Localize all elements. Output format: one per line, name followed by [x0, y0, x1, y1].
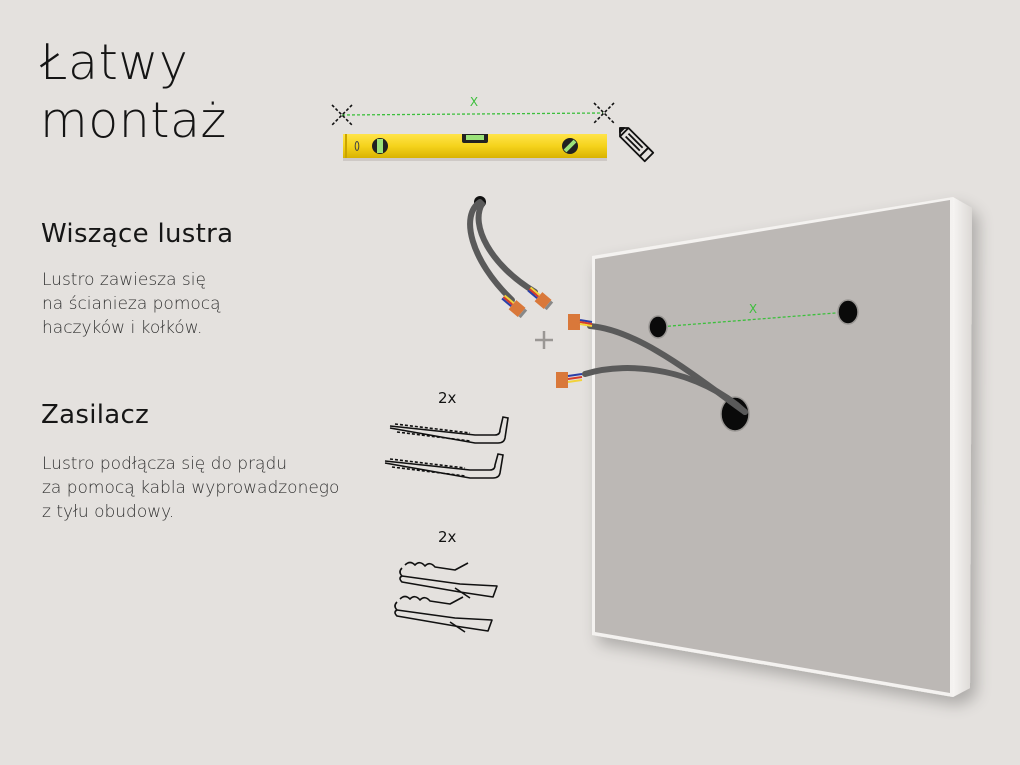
level-distance-label: X	[470, 95, 478, 109]
mirror-cables	[582, 323, 748, 415]
description-line: z tyłu obudowy.	[42, 502, 175, 522]
wall-plug-icon	[394, 595, 493, 633]
description-line: Lustro zawiesza się	[42, 270, 206, 290]
spirit-level-icon	[343, 134, 607, 161]
pencil-icon	[619, 127, 655, 163]
power-supply-heading: Zasilacz	[41, 400, 150, 430]
cable-connector-icon	[501, 286, 593, 388]
hook-screw-icon	[384, 453, 504, 479]
anchors-quantity: 2x	[438, 528, 457, 546]
power-supply-description: Lustro podłącza się do prądu za pomocą k…	[42, 452, 339, 524]
description-line: Lustro podłącza się do prądu	[42, 454, 288, 474]
hanging-mirrors-description: Lustro zawiesza się na ścianieza pomocą …	[42, 268, 221, 340]
page-title: Łatwy montaż	[40, 34, 227, 150]
title-line-1: Łatwy	[40, 34, 189, 91]
wall-cable	[467, 196, 538, 303]
description-line: haczyków i kołków.	[42, 318, 203, 338]
description-line: za pomocą kabla wyprowadzonego	[42, 478, 340, 498]
level-measure-group	[331, 102, 615, 126]
hook-screw-icon	[389, 416, 509, 444]
title-line-2: montaż	[40, 92, 227, 149]
hanging-mirrors-heading: Wiszące lustra	[41, 219, 234, 249]
mirror-distance-label: X	[749, 302, 757, 316]
wall-plug-icon	[399, 561, 498, 599]
hooks-quantity: 2x	[438, 389, 457, 407]
mount-hole-left	[648, 315, 668, 339]
mount-hole-right	[837, 299, 859, 325]
description-line: na ścianieza pomocą	[42, 294, 221, 314]
mirror-icon	[592, 197, 972, 697]
plus-icon	[535, 331, 553, 349]
